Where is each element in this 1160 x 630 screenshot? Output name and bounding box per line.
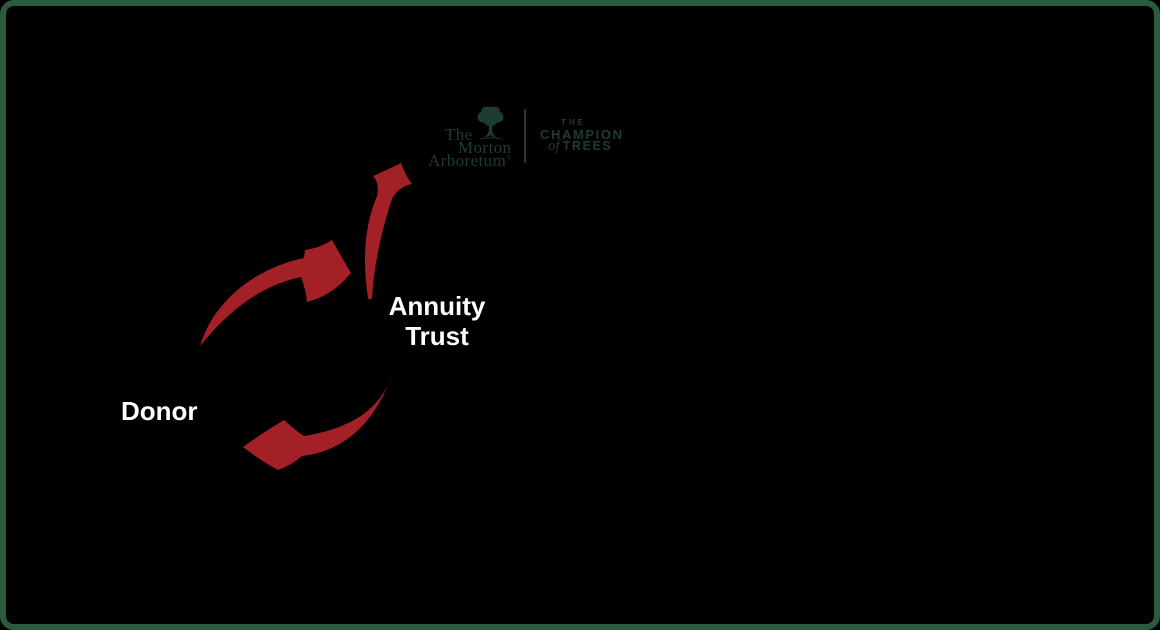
annuity-trust-line1: Annuity (388, 291, 486, 321)
arrow-donor-to-annuity-trust (200, 240, 351, 346)
logo-word-arboretum: Arboretum® (428, 151, 512, 170)
arrows-layer (200, 163, 412, 470)
arrow-annuity-trust-to-arboretum (365, 163, 412, 300)
node-label-donor: Donor (121, 396, 198, 426)
tagline-of: of (548, 138, 560, 154)
logo-divider (524, 109, 526, 163)
node-label-annuity-trust: Annuity Trust (351, 291, 523, 351)
logo-word-morton: Morton (458, 138, 512, 157)
tagline-of-trees: of TREES (548, 138, 612, 155)
annuity-trust-line2: Trust (405, 321, 469, 351)
tagline-champion: CHAMPION (540, 127, 624, 142)
arrow-annuity-trust-to-donor (243, 372, 392, 470)
tagline-trees: TREES (562, 139, 613, 153)
tree-icon (477, 106, 504, 140)
registered-mark: ® (506, 154, 512, 162)
logo-word-the: The (445, 125, 473, 144)
tagline-the: THE (561, 118, 586, 127)
